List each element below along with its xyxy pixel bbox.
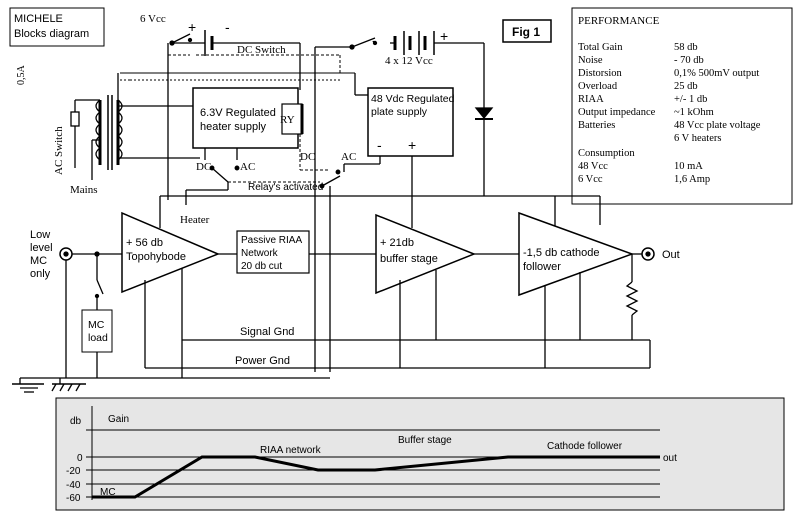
- battery48-plus: +: [440, 28, 448, 44]
- ytick-20: -20: [66, 466, 81, 477]
- mains-label: Mains: [70, 184, 98, 196]
- mc-load-block: [81, 309, 113, 353]
- riaa-line1: Passive RIAA: [241, 235, 302, 246]
- cathode-follower-amplifier: [518, 211, 635, 297]
- dc-switch-label: DC Switch: [237, 44, 286, 56]
- plate-plus: +: [408, 137, 416, 153]
- ac-label-2: AC: [341, 151, 356, 163]
- cathode-gain: -1,5 db cathode: [523, 247, 599, 259]
- mc-load-line2: load: [88, 332, 108, 344]
- chart-series-label: Gain: [108, 414, 129, 425]
- perf-value: 48 Vcc plate voltage: [674, 120, 761, 131]
- stage-label-riaa: RIAA network: [260, 445, 322, 456]
- figure-label-box: [502, 19, 552, 43]
- battery6-minus: -: [225, 19, 230, 35]
- title-line1: MICHELE: [14, 13, 63, 25]
- buffer-stage-amplifier: [375, 213, 477, 295]
- perf-value: 6 V heaters: [674, 133, 721, 144]
- ytick-60: -60: [66, 493, 81, 504]
- buffer-gain: + 21db: [380, 237, 414, 249]
- vcc48-label: 4 x 12 Vcc: [385, 55, 433, 67]
- riaa-network-block: [236, 230, 310, 274]
- cathode-name: follower: [523, 261, 561, 273]
- diode: [474, 100, 494, 182]
- dc-label-1: DC: [196, 161, 211, 173]
- heater-supply-block: [192, 87, 299, 149]
- performance-box: [571, 7, 793, 205]
- performance-panel: PERFORMANCE Total Gain 58 db Noise - 70 …: [571, 7, 793, 205]
- heater-supply-line2: heater supply: [200, 121, 267, 133]
- performance-heading: PERFORMANCE: [578, 15, 660, 27]
- perf-label: Output impedance: [578, 107, 656, 118]
- perf-label: Distorsion: [578, 68, 623, 79]
- fuse-label: 0,5A: [16, 65, 27, 86]
- chart-ylabel: db: [70, 416, 82, 427]
- stage-label-out: out: [663, 453, 677, 464]
- consumption-value: 1,6 Amp: [674, 174, 710, 185]
- battery48-minus: -: [372, 32, 377, 48]
- consumption-heading: Consumption: [578, 148, 635, 159]
- buffer-name: buffer stage: [380, 253, 438, 265]
- consumption-label: 48 Vcc: [578, 161, 608, 172]
- perf-label: Total Gain: [578, 42, 623, 53]
- stage-label-mc: MC: [100, 487, 116, 498]
- ytick-40: -40: [66, 480, 81, 491]
- gain-chart-panel: [55, 397, 785, 511]
- stage-label-buffer: Buffer stage: [398, 435, 452, 446]
- input-label-line1: Low: [30, 229, 50, 241]
- transformer: [95, 73, 200, 170]
- consumption-label: 6 Vcc: [578, 174, 603, 185]
- title-line2: Blocks diagram: [14, 28, 89, 40]
- heater-label: Heater: [180, 214, 210, 226]
- output-resistor: [625, 281, 639, 316]
- title-box: [9, 7, 105, 47]
- signal-path: Low level MC only MC load + 56 db Topohy…: [12, 211, 680, 393]
- stage-label-cathode: Cathode follower: [547, 441, 623, 452]
- consumption-value: 10 mA: [674, 161, 703, 172]
- topohybode-name: Topohybode: [126, 251, 186, 263]
- perf-label: Overload: [578, 81, 618, 92]
- plate-supply-line2: plate supply: [371, 106, 428, 118]
- ac-switch: AC Switch Mains: [53, 99, 100, 196]
- ac-label-1: AC: [240, 161, 255, 173]
- topohybode-gain: + 56 db: [126, 237, 163, 249]
- input-label-line3: MC: [30, 255, 47, 267]
- gain-curve: [92, 455, 660, 499]
- heater-supply-line1: 6.3V Regulated: [200, 107, 276, 119]
- plate-supply-line1: 48 Vdc Regulated: [371, 93, 455, 105]
- riaa-line3: 20 db cut: [241, 261, 282, 272]
- vcc6-label: 6 Vcc: [140, 13, 166, 25]
- relays-activated-label: Relay's activated: [248, 182, 323, 193]
- mc-load-line1: MC: [88, 319, 105, 331]
- out-label: Out: [662, 249, 680, 261]
- topohybode-amplifier: [121, 211, 220, 294]
- perf-value: +/- 1 db: [674, 94, 707, 105]
- plate-supply-block: [367, 87, 454, 157]
- perf-label: Batteries: [578, 120, 615, 131]
- input-label-line4: only: [30, 268, 51, 280]
- power-gnd-label: Power Gnd: [235, 355, 290, 367]
- power-supply-section: 6 Vcc + - 4 x 12 Vcc - + DC Switch: [53, 13, 601, 372]
- ac-switch-label: AC Switch: [53, 126, 65, 175]
- ytick-0: 0: [77, 453, 83, 464]
- perf-value: - 70 db: [674, 55, 704, 66]
- perf-value: ~1 kOhm: [674, 107, 714, 118]
- gain-chart: db Gain 0 -20 -40 -60 MC RIAA network Bu…: [55, 397, 785, 511]
- battery6-plus: +: [188, 19, 196, 35]
- riaa-line2: Network: [241, 248, 279, 259]
- perf-label: Noise: [578, 55, 603, 66]
- plate-minus: -: [377, 137, 382, 153]
- signal-gnd-label: Signal Gnd: [240, 326, 294, 338]
- input-label-line2: level: [30, 242, 53, 254]
- perf-label: RIAA: [578, 94, 604, 105]
- relay-label: RY: [280, 114, 295, 126]
- perf-value: 25 db: [674, 81, 698, 92]
- figure-label: Fig 1: [512, 25, 540, 39]
- perf-value: 0,1% 500mV output: [674, 68, 759, 79]
- dc-label-2: DC: [300, 151, 315, 163]
- perf-value: 58 db: [674, 42, 698, 53]
